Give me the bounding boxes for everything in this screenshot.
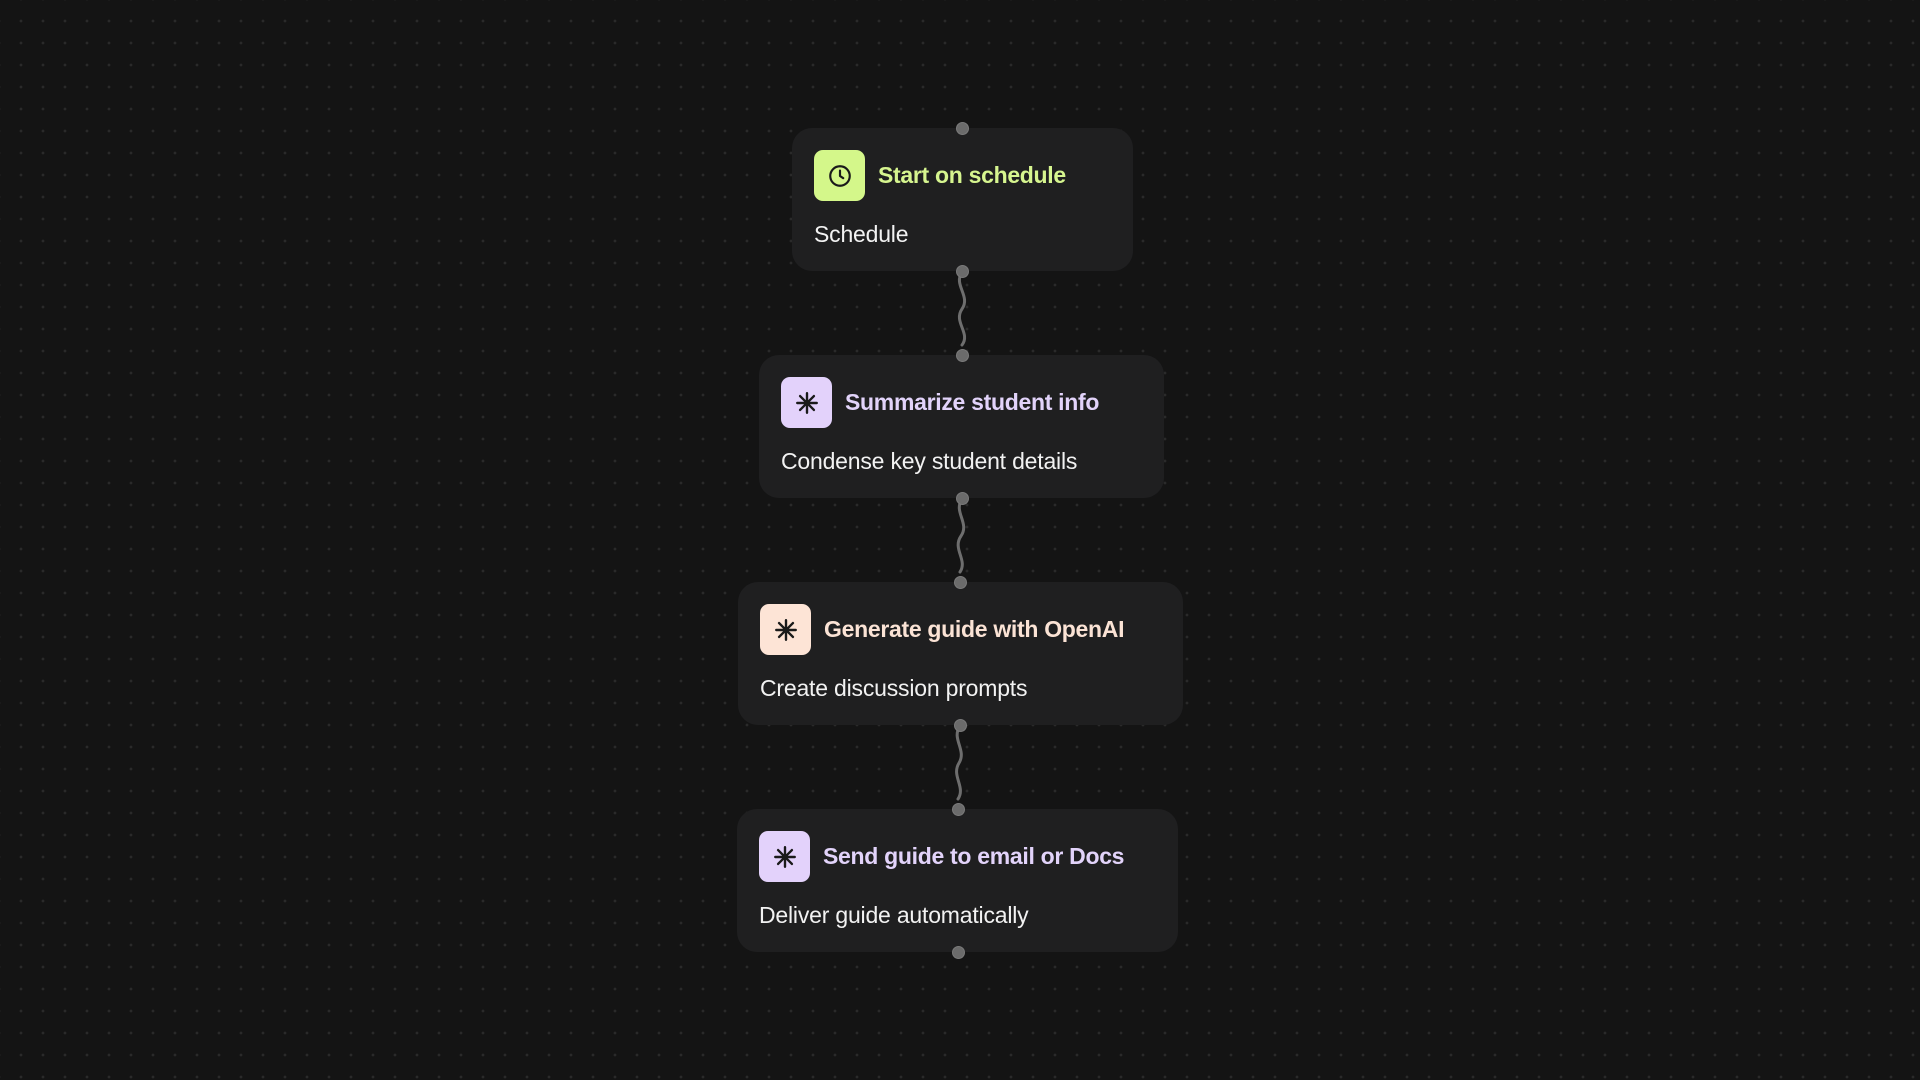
node-description: Create discussion prompts xyxy=(760,675,1028,701)
edge-start-to-summarize[interactable] xyxy=(957,270,967,347)
output-port-summarize[interactable] xyxy=(955,491,969,505)
asterisk-icon xyxy=(759,831,810,882)
edge-summarize-to-generate[interactable] xyxy=(956,497,966,574)
node-title: Send guide to email or Docs xyxy=(823,843,1125,869)
input-port-generate[interactable] xyxy=(953,575,967,589)
node-title: Generate guide with OpenAI xyxy=(824,616,1125,642)
node-description: Schedule xyxy=(814,221,909,247)
node-send-guide[interactable]: Send guide to email or Docs Deliver guid… xyxy=(737,809,1178,952)
output-port-generate[interactable] xyxy=(953,718,967,732)
asterisk-icon xyxy=(781,377,832,428)
input-port-summarize[interactable] xyxy=(955,348,969,362)
node-header: Start on schedule xyxy=(814,150,1111,201)
node-title: Start on schedule xyxy=(878,162,1066,188)
input-port-send[interactable] xyxy=(951,802,965,816)
node-generate-guide-with-openai[interactable]: Generate guide with OpenAI Create discus… xyxy=(738,582,1183,725)
clock-icon xyxy=(814,150,865,201)
node-description: Condense key student details xyxy=(781,448,1078,474)
node-title: Summarize student info xyxy=(845,389,1100,415)
node-header: Summarize student info xyxy=(781,377,1142,428)
node-summarize-student-info[interactable]: Summarize student info Condense key stud… xyxy=(759,355,1164,498)
edge-generate-to-send[interactable] xyxy=(955,724,963,801)
node-description: Deliver guide automatically xyxy=(759,902,1029,928)
node-start-on-schedule[interactable]: Start on schedule Schedule xyxy=(792,128,1133,271)
asterisk-icon xyxy=(760,604,811,655)
output-port-start[interactable] xyxy=(955,264,969,278)
node-header: Generate guide with OpenAI xyxy=(760,604,1161,655)
input-port-start[interactable] xyxy=(955,121,969,135)
node-header: Send guide to email or Docs xyxy=(759,831,1156,882)
output-port-send[interactable] xyxy=(951,945,965,959)
